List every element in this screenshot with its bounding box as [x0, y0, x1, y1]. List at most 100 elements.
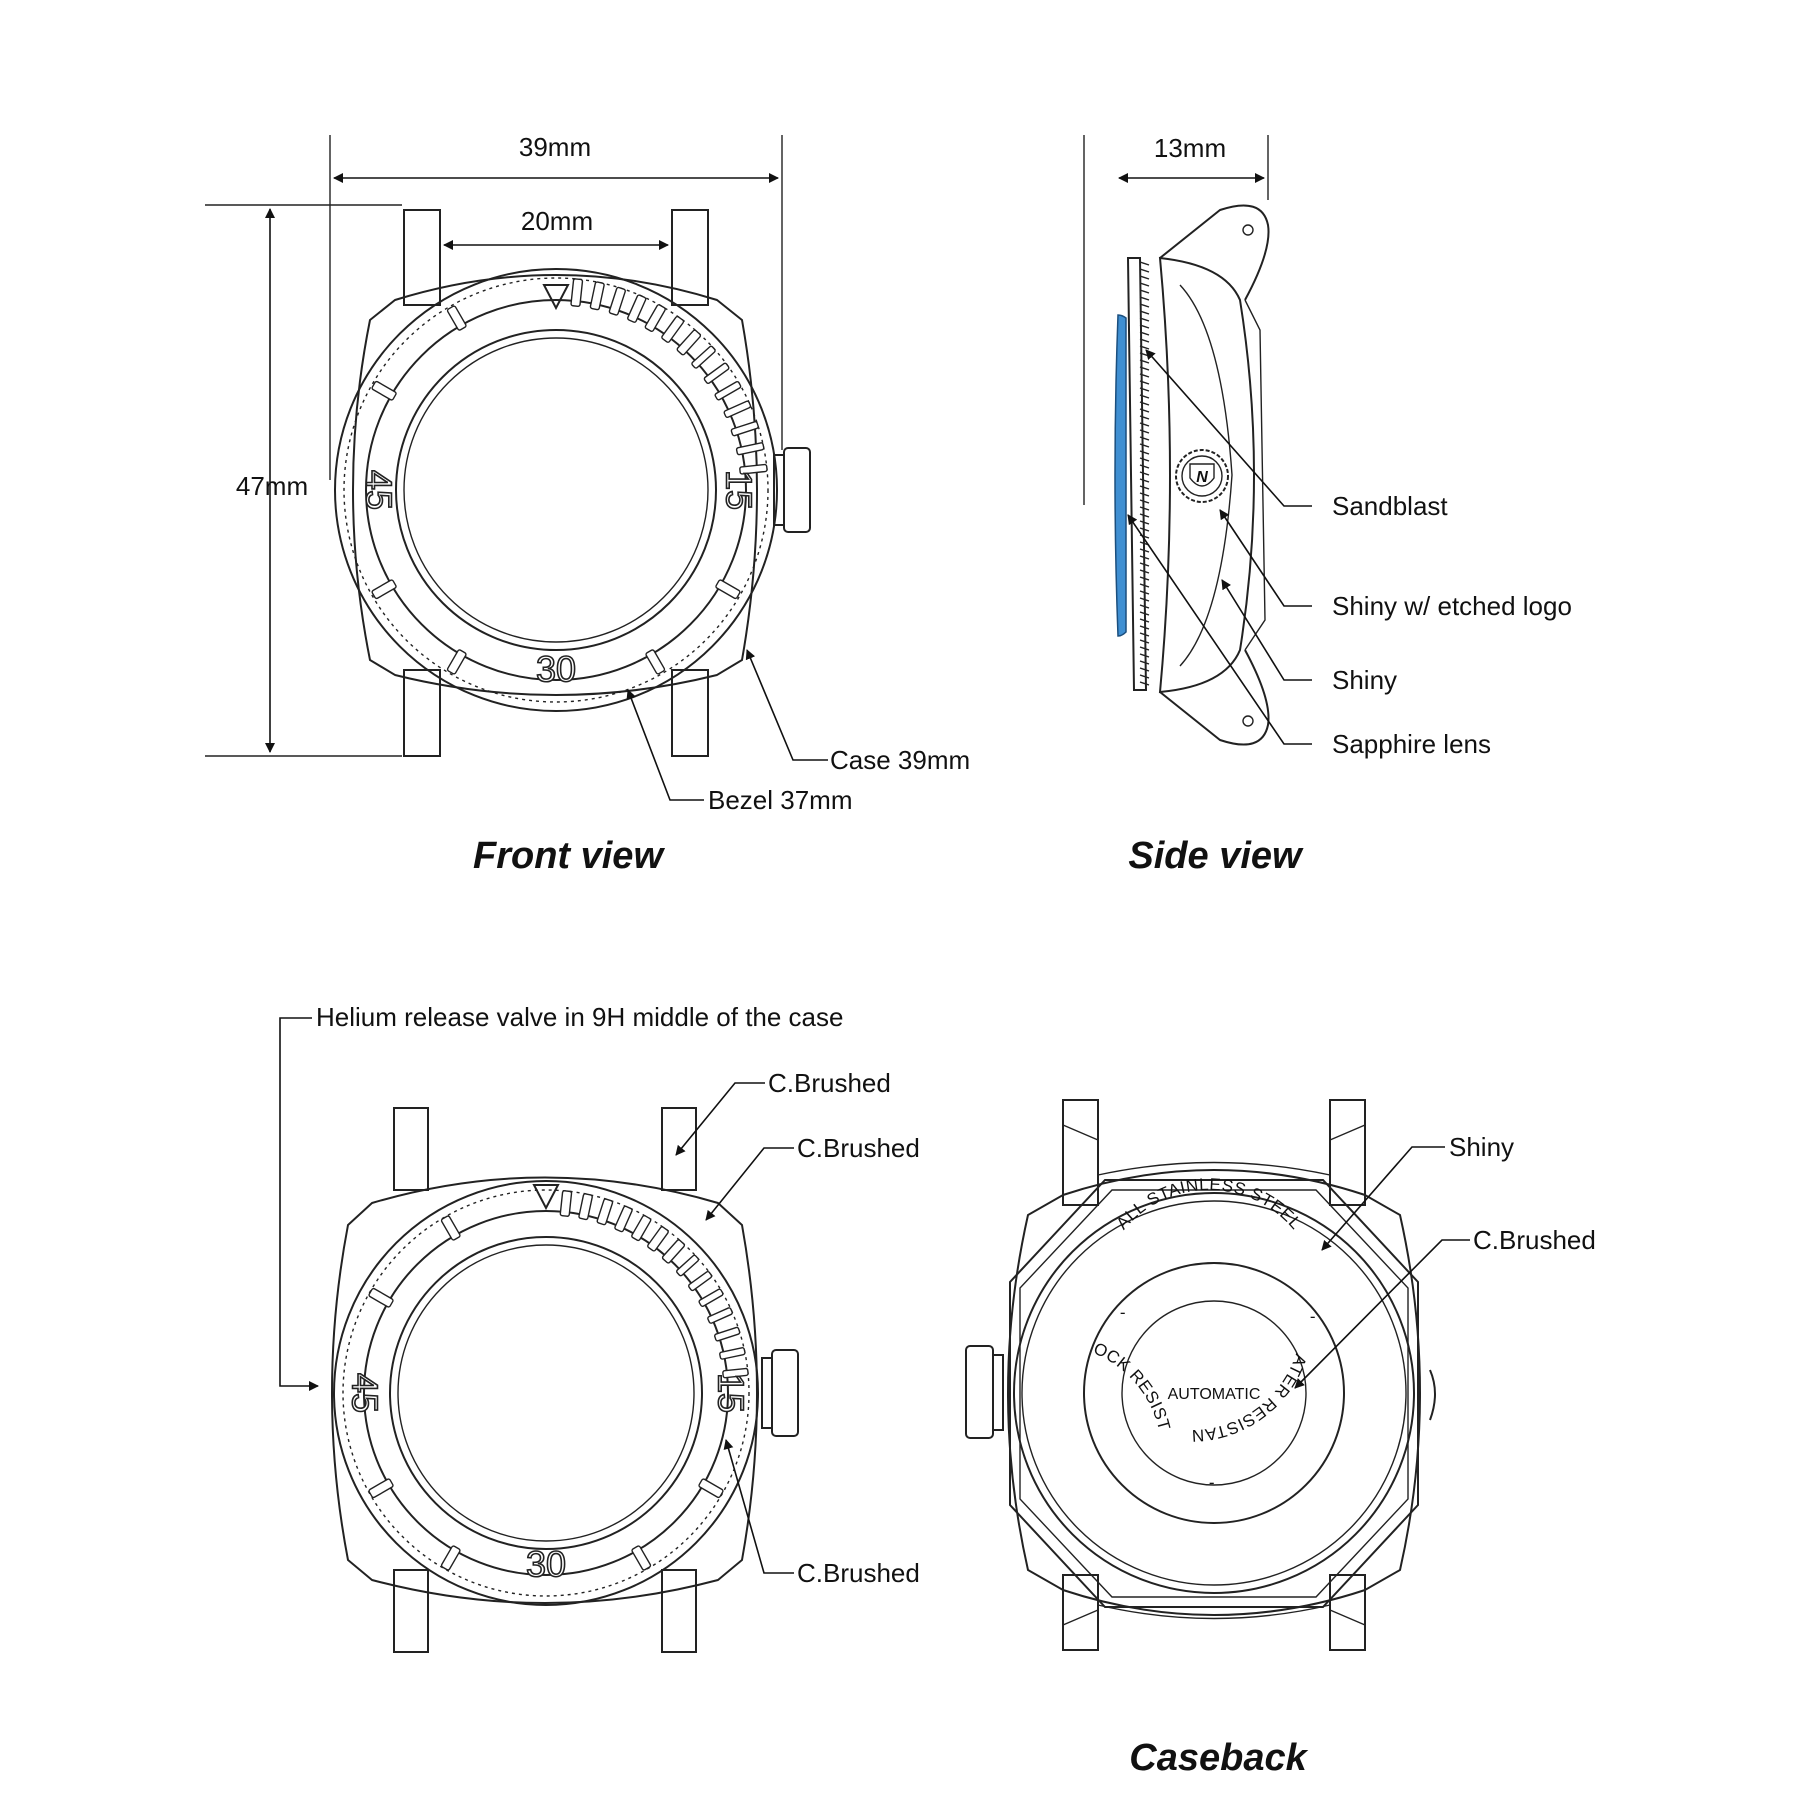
front-bezel-ticks	[371, 278, 768, 675]
bezel-minute-tick	[723, 400, 752, 419]
side-bezel-tooth	[1139, 639, 1150, 644]
side-bezel-tooth	[1139, 401, 1150, 406]
bezel-five-minute-marker	[371, 380, 397, 401]
side-bezel-tooth	[1139, 520, 1150, 525]
sapphire-crystal	[1114, 314, 1127, 637]
side-bezel-tooth	[1139, 681, 1150, 686]
label-caseback-brushed: C.Brushed	[1473, 1225, 1596, 1255]
ring-right-path-text: WATER RESISTANT	[0, 0, 1310, 1445]
angled-bezel-30: 30	[526, 1544, 566, 1585]
side-bezel-tooth	[1139, 485, 1150, 490]
bezel-minute-tick	[707, 1307, 733, 1324]
bezel-five-minute-marker	[715, 579, 741, 600]
side-bezel-tooth	[1139, 268, 1150, 273]
side-bezel-tooth	[1139, 408, 1150, 413]
dim-thickness: 13mm	[1154, 133, 1226, 163]
bezel-five-minute-marker	[631, 1545, 652, 1571]
side-bezel-tooth	[1139, 646, 1150, 651]
bezel-minute-tick	[676, 329, 702, 356]
bezel-minute-tick	[578, 1193, 593, 1221]
label-caseback-shiny: Shiny	[1449, 1132, 1514, 1162]
side-bezel-tooth	[1139, 261, 1150, 266]
bezel-minute-tick	[589, 281, 605, 311]
bezel-five-minute-marker	[371, 579, 397, 600]
side-bezel-tooth	[1139, 282, 1150, 287]
dim-width-lug: 20mm	[521, 206, 593, 236]
side-bezel-tooth	[1139, 674, 1150, 679]
bezel-five-minute-marker	[446, 305, 467, 331]
side-bezel-tooth	[1139, 422, 1150, 427]
bezel-five-minute-marker	[368, 1478, 394, 1499]
side-bezel-tooth	[1139, 345, 1150, 350]
side-bezel	[1126, 257, 1148, 691]
bezel-minute-tick	[647, 1226, 669, 1252]
bezel-minute-tick	[661, 315, 685, 343]
bezel-minute-tick	[631, 1214, 652, 1242]
bezel-minute-tick	[735, 442, 765, 456]
bezel-minute-tick	[614, 1205, 633, 1233]
side-logo-medallion	[1175, 449, 1229, 503]
angled-bezel-15: 15	[710, 1373, 751, 1413]
label-sapphire-lens: Sapphire lens	[1332, 729, 1491, 759]
front-bezel-15: 15	[718, 470, 759, 510]
ring-text-curves: ALL STAINLESS STEEL WATER RESISTANT SHOC…	[0, 0, 1310, 1445]
front-leaders: Case 39mm Bezel 37mm	[626, 649, 970, 815]
side-bezel-teeth	[1139, 261, 1150, 686]
side-bezel-tooth	[1139, 667, 1150, 672]
svg-text:WATER RESISTANT: WATER RESISTANT	[0, 0, 1310, 1445]
side-case	[1158, 256, 1255, 694]
caseback-view: ALL STAINLESS STEEL WATER RESISTANT SHOC…	[0, 0, 1596, 1779]
label-brushed-side: C.Brushed	[797, 1558, 920, 1588]
title-side-view: Side view	[1128, 835, 1304, 877]
front-watch-body: 15 30 45	[334, 209, 811, 757]
side-bezel-tooth	[1139, 338, 1150, 343]
side-bezel-tooth	[1139, 359, 1150, 364]
side-bezel-tooth	[1139, 394, 1150, 399]
side-bezel-tooth	[1139, 310, 1150, 315]
side-bezel-tooth	[1139, 576, 1150, 581]
front-bezel-30: 30	[536, 649, 576, 690]
label-case-39mm: Case 39mm	[830, 745, 970, 775]
title-caseback: Caseback	[1129, 1737, 1308, 1779]
side-bezel-tooth	[1139, 387, 1150, 392]
side-bezel-tooth	[1139, 555, 1150, 560]
dim-height: 47mm	[236, 471, 308, 501]
side-bezel-tooth	[1139, 632, 1150, 637]
bezel-minute-tick	[691, 345, 716, 369]
side-bezel-tooth	[1139, 331, 1150, 336]
caseback-ring-outer	[1013, 1192, 1415, 1594]
angled-bezel-45: 45	[344, 1373, 385, 1413]
side-bezel-tooth	[1139, 275, 1150, 280]
side-bezel-tooth	[1139, 289, 1150, 294]
side-bezel-tooth	[1139, 436, 1150, 441]
label-shiny: Shiny	[1332, 665, 1397, 695]
bezel-five-minute-marker	[698, 1478, 724, 1499]
side-bezel-tooth	[1139, 506, 1150, 511]
front-view: 15 30 45 39mm 20mm 47mm Case 39mm Bezel …	[205, 132, 970, 877]
bezel-minute-tick	[559, 1190, 573, 1217]
side-bezel-tooth	[1139, 569, 1150, 574]
side-bezel-tooth	[1139, 625, 1150, 630]
side-bezel-tooth	[1139, 611, 1150, 616]
bezel-minute-tick	[608, 286, 626, 316]
bezel-minute-tick	[627, 294, 647, 323]
front-bezel-45: 45	[358, 470, 399, 510]
bezel-minute-tick	[644, 304, 666, 333]
ring-sep-1: -	[1120, 1303, 1126, 1322]
side-bezel-tooth	[1139, 303, 1150, 308]
side-bezel-tooth	[1139, 478, 1150, 483]
side-bezel-tooth	[1139, 513, 1150, 518]
bezel-minute-tick	[570, 278, 584, 307]
caseback-center-text: AUTOMATIC	[1168, 1386, 1261, 1403]
bezel-minute-tick	[676, 1254, 700, 1277]
side-bezel-tooth	[1139, 548, 1150, 553]
side-bezel-tooth	[1139, 429, 1150, 434]
label-sandblast: Sandblast	[1332, 491, 1448, 521]
side-bezel-tooth	[1139, 471, 1150, 476]
ring-top-path-text: ALL STAINLESS STEEL	[1113, 1175, 1305, 1233]
side-bezel-tooth	[1139, 296, 1150, 301]
angled-bezel-ticks	[368, 1190, 749, 1571]
side-bezel-tooth	[1139, 373, 1150, 378]
label-shiny-etched-logo: Shiny w/ etched logo	[1332, 591, 1572, 621]
